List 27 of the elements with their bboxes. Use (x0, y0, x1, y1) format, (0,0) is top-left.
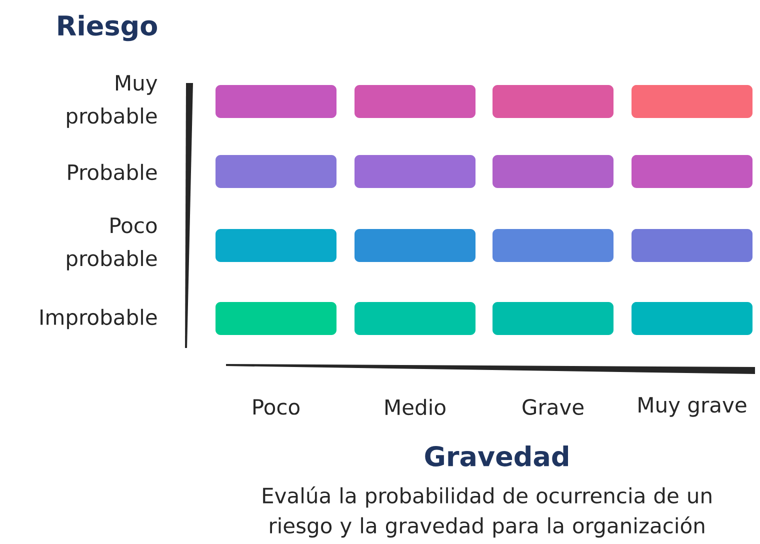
matrix-bar (492, 302, 614, 335)
axis-label: Muy probable (67, 75, 158, 128)
matrix-bar (216, 229, 336, 262)
matrix-bar (354, 229, 476, 262)
axis-label: Improbable (40, 308, 157, 330)
axis-title: Riesgo (58, 14, 157, 42)
axis-label: Medio (386, 398, 446, 416)
matrix-bar (632, 229, 752, 262)
matrix-bar (632, 85, 752, 118)
axis-label: Grave (522, 399, 584, 415)
matrix-bar (354, 302, 476, 335)
matrix-bar (216, 155, 336, 188)
axis-title: Gravedad (425, 446, 568, 466)
matrix-bar (492, 155, 614, 188)
axis-label: Muy grave (638, 397, 746, 417)
axis-label: Poco (253, 399, 300, 415)
matrix-bar (632, 155, 752, 188)
matrix-bar (216, 85, 336, 118)
matrix-bar (354, 155, 476, 188)
caption: Evalúa la probabilidad de ocurrencia de un riesgo y la gravedad para la organización (263, 486, 712, 538)
matrix-bar (354, 85, 476, 118)
axis-label: Probable (68, 164, 157, 180)
matrix-bar (632, 302, 752, 335)
matrix-bar (492, 85, 614, 118)
axis-label: Poco probable (67, 218, 157, 270)
matrix-bar (492, 229, 614, 262)
matrix-bar (216, 302, 336, 335)
